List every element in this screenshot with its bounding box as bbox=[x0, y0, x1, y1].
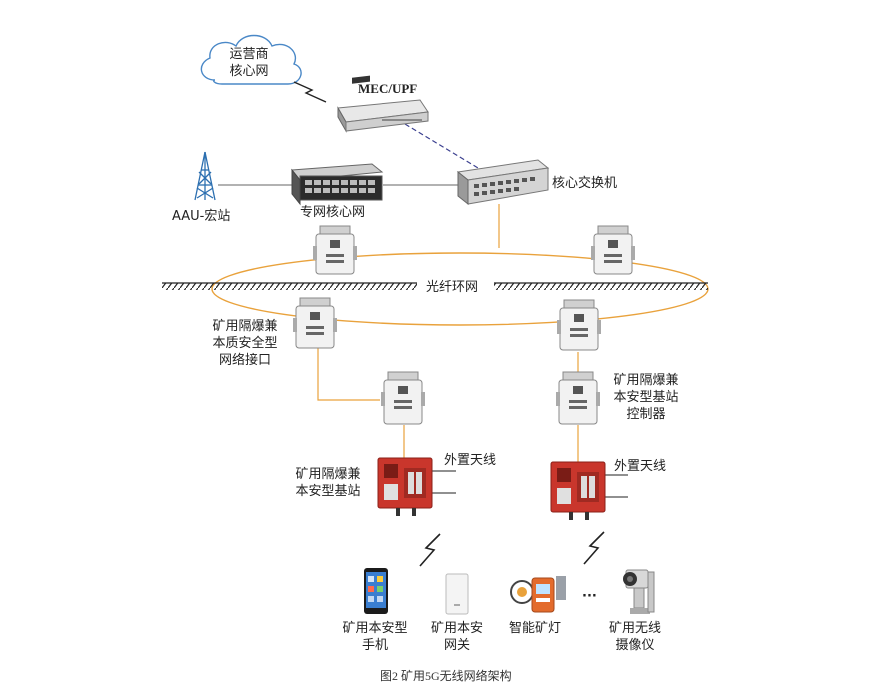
base-station-controller-left bbox=[381, 371, 425, 425]
core-switch-icon bbox=[456, 159, 550, 206]
ellipsis-label: ··· bbox=[582, 589, 597, 604]
phone-icon bbox=[364, 568, 388, 614]
private-core-server-icon bbox=[291, 163, 384, 206]
gateway-icon bbox=[445, 573, 469, 615]
base-station-label: 矿用隔爆兼 本安型基站 bbox=[295, 467, 361, 499]
link-interface-controller bbox=[317, 348, 380, 401]
wireless-link-right-icon bbox=[583, 531, 605, 565]
network-interface-label: 矿用隔爆兼 本质安全型 网络接口 bbox=[212, 319, 278, 368]
cloud-label: 运营商 核心网 bbox=[229, 47, 269, 79]
ring-node-top-right bbox=[591, 225, 635, 275]
phone-label: 矿用本安型 手机 bbox=[342, 621, 408, 653]
base-station-left-icon bbox=[377, 457, 433, 516]
mec-server-icon bbox=[337, 75, 429, 133]
wireless-link-icon bbox=[293, 81, 327, 103]
fiber-ring-label: 光纤环网 bbox=[426, 280, 479, 295]
cloud-icon bbox=[200, 34, 302, 85]
mec-label: MEC/UPF bbox=[358, 81, 418, 96]
core-switch-label: 核心交换机 bbox=[552, 176, 618, 191]
camera-label: 矿用无线 摄像仪 bbox=[608, 621, 661, 653]
link-mec-switch-dashed bbox=[404, 123, 479, 169]
ring-node-top-left bbox=[313, 225, 357, 275]
base-station-controller-right bbox=[556, 371, 600, 425]
camera-icon bbox=[623, 569, 655, 614]
smart-lamp-icon bbox=[510, 576, 566, 613]
gateway-label: 矿用本安 网关 bbox=[430, 621, 483, 653]
base-station-right-icon bbox=[550, 461, 606, 520]
ring-node-bottom-right bbox=[557, 299, 601, 351]
aau-label: AAU-宏站 bbox=[172, 209, 231, 224]
private-core-label: 专网核心网 bbox=[300, 205, 366, 220]
ext-antenna-right-label: 外置天线 bbox=[614, 459, 667, 474]
figure-caption: 图2 矿用5G无线网络架构 bbox=[380, 669, 512, 683]
aau-tower-icon bbox=[194, 151, 216, 201]
ground-surface bbox=[162, 282, 708, 290]
network-interface-node bbox=[293, 297, 337, 349]
connection-lines bbox=[218, 123, 628, 498]
bs-controller-label: 矿用隔爆兼 本安型基站 控制器 bbox=[613, 373, 679, 422]
lamp-label: 智能矿灯 bbox=[508, 621, 561, 636]
ext-antenna-left-label: 外置天线 bbox=[444, 453, 497, 468]
wireless-link-left-icon bbox=[419, 533, 441, 567]
